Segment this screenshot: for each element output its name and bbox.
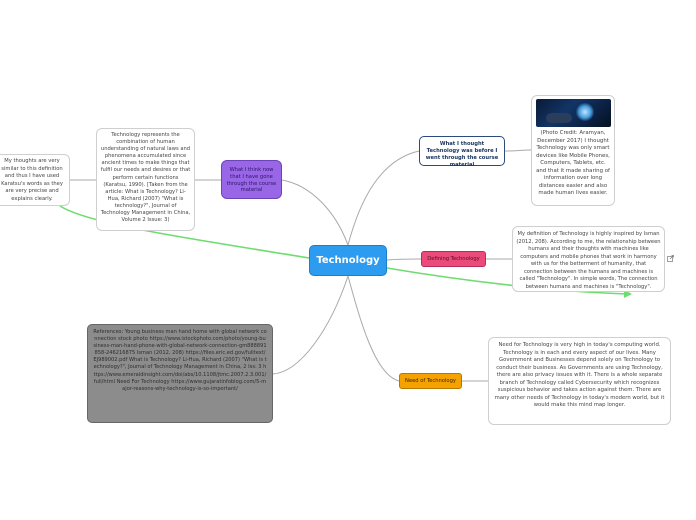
relationship-end-dot xyxy=(627,292,631,296)
relationship-line-left xyxy=(59,205,310,259)
branch-what-i-thought-label: What I thought Technology was before I w… xyxy=(425,141,499,168)
branch-defining-technology[interactable]: Defining Technology xyxy=(421,251,486,267)
photo-note-text: (Photo Credit: Aramyan, December 2017) I… xyxy=(536,130,610,196)
technology-represents-card[interactable]: Technology represents the combination of… xyxy=(96,128,195,231)
photo-note-card[interactable]: (Photo Credit: Aramyan, December 2017) I… xyxy=(531,95,615,206)
link-central-to-need xyxy=(347,275,400,382)
my-definition-card[interactable]: My definition of Technology is highly in… xyxy=(512,226,665,292)
technology-represents-text: Technology represents the combination of… xyxy=(100,132,191,224)
link-central-to-defining xyxy=(386,258,422,261)
my-definition-text: My definition of Technology is highly in… xyxy=(516,231,661,290)
references-text: References: Young business man hand home… xyxy=(93,329,267,392)
need-note-text: Need for Technology is very high in toda… xyxy=(494,342,665,408)
central-topic-label: Technology xyxy=(316,255,380,266)
branch-defining-technology-label: Defining Technology xyxy=(427,256,480,262)
branch-what-i-think-now-label: What I think now that I have gone throug… xyxy=(226,167,277,194)
central-topic[interactable]: Technology xyxy=(309,245,387,276)
link-central-to-what-i-think-now xyxy=(281,179,349,246)
branch-need-of-technology[interactable]: Need of Technology xyxy=(399,373,462,389)
branch-need-of-technology-label: Need of Technology xyxy=(405,378,456,384)
link-central-to-references xyxy=(272,275,349,375)
branch-what-i-thought[interactable]: What I thought Technology was before I w… xyxy=(419,136,505,168)
my-thoughts-card[interactable]: My thoughts are very similar to this def… xyxy=(0,154,70,206)
link-central-to-what-i-thought xyxy=(347,150,420,246)
technology-photo xyxy=(535,99,611,127)
external-link-icon[interactable] xyxy=(667,255,674,262)
my-thoughts-text: My thoughts are very similar to this def… xyxy=(1,158,63,202)
photo-hand-shape xyxy=(545,113,572,123)
link-thought-to-photo xyxy=(504,149,532,152)
photo-network-glow xyxy=(575,103,594,121)
references-card[interactable]: References: Young business man hand home… xyxy=(87,324,273,423)
need-note-card[interactable]: Need for Technology is very high in toda… xyxy=(488,337,671,425)
branch-what-i-think-now[interactable]: What I think now that I have gone throug… xyxy=(221,160,282,199)
